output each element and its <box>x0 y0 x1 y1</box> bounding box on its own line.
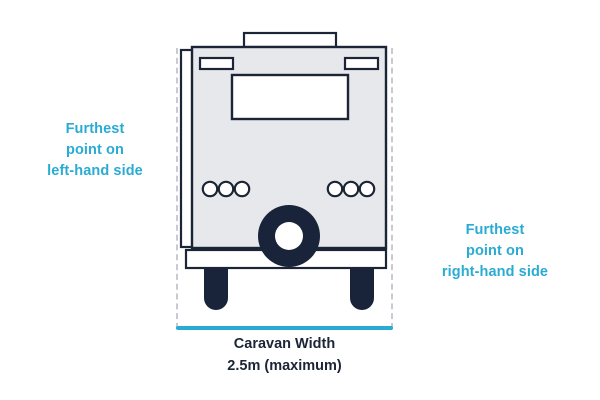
width-measurement-bar <box>176 326 393 330</box>
support-leg-left <box>204 262 228 310</box>
guide-line-left <box>176 48 178 329</box>
annotation-right-furthest-point: Furthest point on right-hand side <box>441 222 549 281</box>
annotation-left-furthest-point: Furthest point on left-hand side <box>47 121 143 180</box>
marker-light-left <box>198 56 235 71</box>
light-cluster-left <box>201 180 251 198</box>
guide-line-right <box>391 48 393 329</box>
roof-vent-icon <box>242 31 338 49</box>
rear-window <box>230 73 350 121</box>
width-caption: Caravan Width 2.5m (maximum) <box>227 336 342 374</box>
light-cluster-right <box>326 180 376 198</box>
support-leg-right <box>350 262 374 310</box>
spare-wheel <box>258 205 320 267</box>
marker-light-right <box>343 56 380 71</box>
